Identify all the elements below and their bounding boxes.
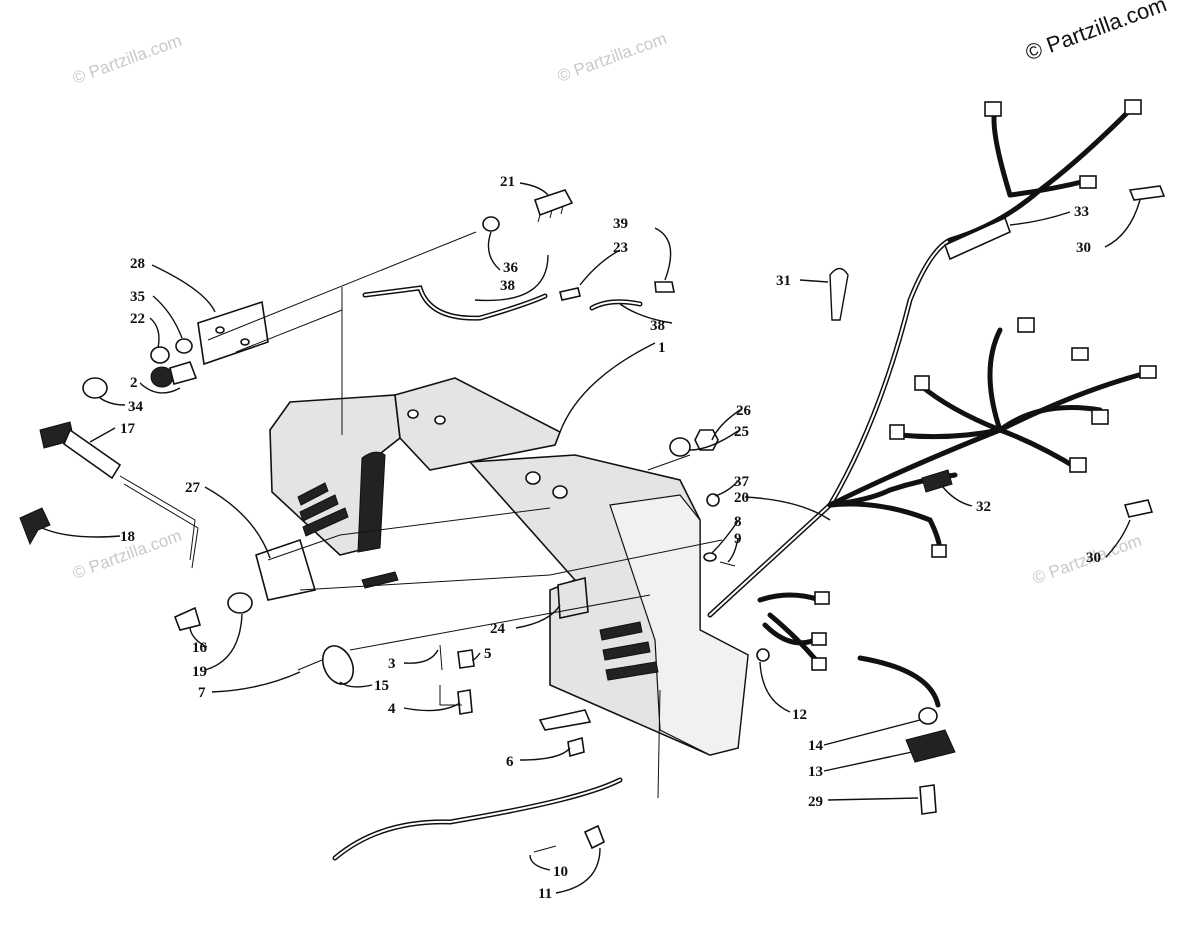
callout-36: 36	[503, 260, 519, 276]
washer-35	[175, 338, 193, 354]
nut-36	[482, 216, 500, 232]
callout-19: 19	[192, 664, 207, 680]
callout-24: 24	[490, 621, 506, 637]
callout-15: 15	[374, 678, 389, 694]
callout-32: 32	[976, 499, 991, 515]
callout-5: 5	[484, 646, 492, 662]
callout-4: 4	[388, 701, 396, 717]
plate-28	[197, 300, 269, 366]
callout-9: 9	[734, 531, 742, 547]
callout-26: 26	[736, 403, 752, 419]
switch-21	[533, 189, 574, 223]
terminal-11	[583, 824, 606, 850]
leader-lines	[41, 182, 1141, 894]
callout-33: 33	[1074, 204, 1089, 220]
callout-13: 13	[808, 764, 823, 780]
clamp-31	[829, 267, 849, 321]
screw-9	[719, 561, 736, 567]
callout-39: 39	[613, 216, 628, 232]
bolt-29	[919, 784, 937, 815]
callout-29: 29	[808, 794, 823, 810]
terminal-30-lower	[1123, 499, 1154, 518]
callout-2: 2	[130, 375, 138, 391]
fitting-39	[654, 281, 675, 293]
wire-13	[857, 655, 941, 708]
terminal-block-13	[905, 707, 956, 763]
callout-6: 6	[506, 754, 514, 770]
cap-2	[150, 361, 198, 388]
callout-16: 16	[192, 640, 208, 656]
callout-8: 8	[734, 514, 742, 530]
callout-3: 3	[388, 656, 396, 672]
callout-25: 25	[734, 424, 749, 440]
callout-31: 31	[776, 273, 791, 289]
callout-27: 27	[185, 480, 201, 496]
ring-34	[82, 377, 108, 399]
fitting-23	[559, 287, 581, 301]
callout-37: 37	[734, 474, 750, 490]
terminal-30	[1128, 185, 1166, 201]
knob-19	[227, 592, 253, 614]
callout-22: 22	[130, 311, 145, 327]
bolt-6	[567, 736, 585, 758]
callout-28: 28	[130, 256, 145, 272]
ignition-switch-17	[39, 421, 122, 480]
callout-30b: 30	[1086, 550, 1101, 566]
callout-38b: 38	[650, 318, 665, 334]
callout-18: 18	[120, 529, 135, 545]
plate-27	[255, 538, 317, 601]
callout-10: 10	[553, 864, 568, 880]
nut-22	[150, 346, 170, 364]
callout-11: 11	[538, 886, 552, 902]
lever-18	[19, 507, 51, 546]
wiring-harness-20	[707, 99, 1157, 671]
screw-10	[533, 845, 557, 853]
grommet-12	[756, 648, 770, 662]
callout-34: 34	[128, 399, 144, 415]
callout-12: 12	[792, 707, 807, 723]
ground-cable	[332, 777, 623, 861]
callout-30a: 30	[1076, 240, 1091, 256]
callout-14: 14	[808, 738, 824, 754]
callout-17: 17	[120, 421, 136, 437]
screw-3	[439, 644, 443, 671]
callout-1: 1	[658, 340, 666, 356]
bezel-15	[321, 645, 355, 685]
callout-labels: 21 39 23 36 38 38 1 28 35 22 2 34 17 18 …	[120, 174, 1101, 902]
clip-5	[457, 649, 475, 669]
screw-7	[297, 659, 323, 671]
cable-17	[119, 475, 196, 561]
callout-23: 23	[613, 240, 628, 256]
callout-38a: 38	[500, 278, 515, 294]
callout-21: 21	[500, 174, 515, 190]
callout-7: 7	[198, 685, 206, 701]
callout-35: 35	[130, 289, 145, 305]
callout-20: 20	[734, 490, 749, 506]
clip-16	[173, 606, 202, 631]
washer-25	[669, 437, 691, 457]
console-housing	[269, 377, 749, 756]
washer-8	[703, 552, 717, 562]
bracket-4	[457, 689, 473, 715]
grommet-37	[706, 493, 720, 507]
